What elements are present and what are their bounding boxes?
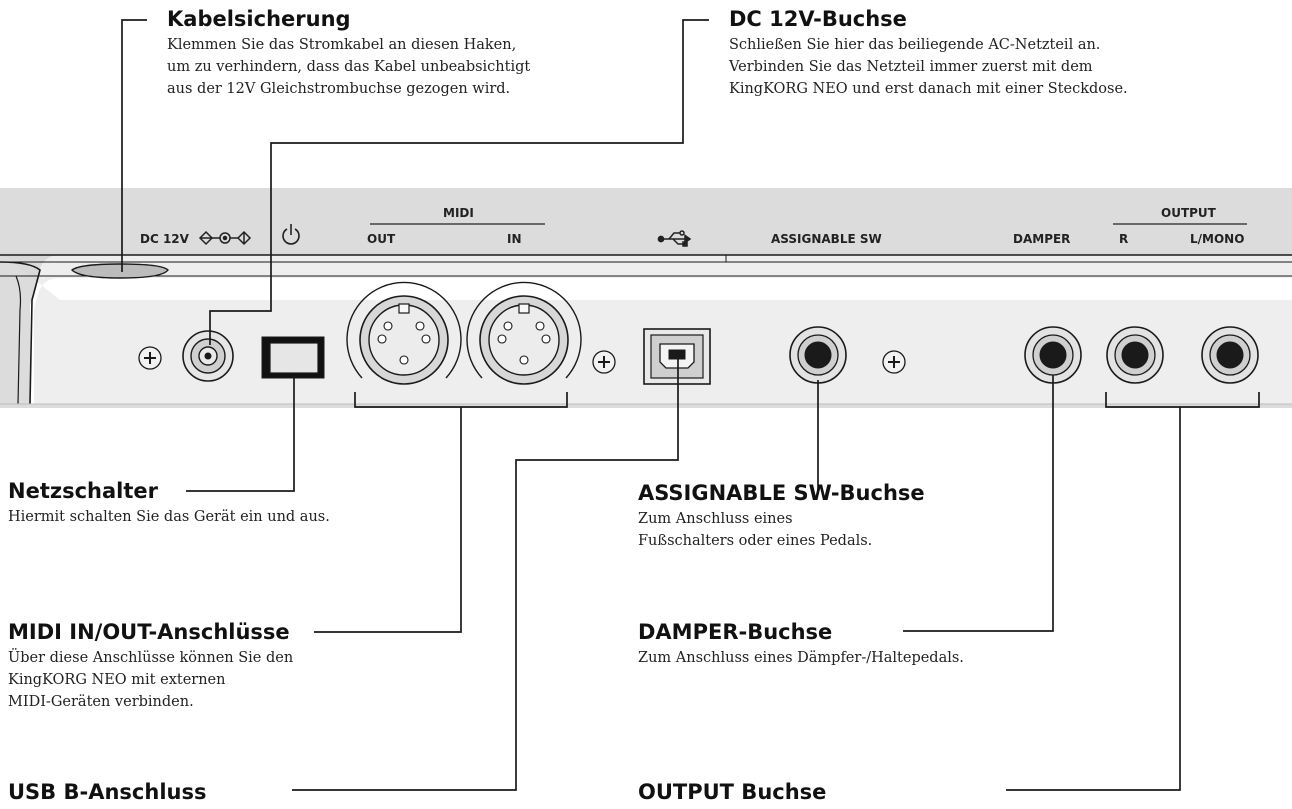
damper-label: DAMPER xyxy=(1013,232,1070,246)
callout-description: Schließen Sie hier das beiliegende AC-Ne… xyxy=(729,37,1128,97)
callout-title: DC 12V-Buchse xyxy=(729,7,907,31)
cable-hook xyxy=(70,263,169,279)
output-r-label: R xyxy=(1119,232,1128,246)
leader-damper xyxy=(903,375,1054,632)
midi-in-port xyxy=(466,281,582,385)
assignable-sw-label: ASSIGNABLE SW xyxy=(771,232,882,246)
callout-title: MIDI IN/OUT-Anschlüsse xyxy=(8,620,290,644)
callout-description: Zum Anschluss eines Fußschalters oder ei… xyxy=(638,511,873,549)
screw-icon xyxy=(138,346,162,370)
callout-usb-b: USB B-Anschluss xyxy=(8,779,206,805)
leader-kabelsicherung xyxy=(121,19,147,272)
leader-output-stem xyxy=(1006,407,1181,791)
power-icon xyxy=(282,224,300,245)
callout-title: ASSIGNABLE SW-Buchse xyxy=(638,481,925,505)
midi-out-port xyxy=(346,281,462,385)
leader-lines xyxy=(121,19,1260,791)
output-lmono-label: L/MONO xyxy=(1190,232,1244,246)
callout-dc-12v: DC 12V-Buchse Schließen Sie hier das bei… xyxy=(729,6,1128,100)
callout-title: OUTPUT Buchse xyxy=(638,780,827,804)
power-switch xyxy=(261,336,325,379)
callout-damper: DAMPER-Buchse Zum Anschluss eines Dämpfe… xyxy=(638,619,964,669)
callout-description: Klemmen Sie das Stromkabel an diesen Hak… xyxy=(167,37,531,97)
leader-midi-stem xyxy=(314,407,462,633)
output-lmono-jack xyxy=(1201,326,1259,384)
callout-title: DAMPER-Buchse xyxy=(638,620,833,644)
callout-netzschalter: Netzschalter Hiermit schalten Sie das Ge… xyxy=(8,478,330,528)
callout-description: Hiermit schalten Sie das Gerät ein und a… xyxy=(8,509,330,525)
midi-in-label: IN xyxy=(507,232,522,246)
callout-description: Über diese Anschlüsse können Sie den Kin… xyxy=(8,650,294,710)
assignable-sw-jack xyxy=(789,326,847,384)
midi-label: MIDI xyxy=(443,206,474,220)
leader-dc xyxy=(209,19,709,345)
dc-polarity-icon xyxy=(198,230,252,246)
dc-label: DC 12V xyxy=(140,232,190,246)
usb-icon xyxy=(657,230,692,247)
callout-output: OUTPUT Buchse xyxy=(638,779,826,805)
callout-title: Netzschalter xyxy=(8,479,158,503)
midi-out-label: OUT xyxy=(367,232,396,246)
dc-jack xyxy=(182,330,234,382)
output-r-jack xyxy=(1106,326,1164,384)
callout-description: Zum Anschluss eines Dämpfer-/Haltepedals… xyxy=(638,650,964,666)
damper-jack xyxy=(1024,326,1082,384)
screw-icon xyxy=(592,350,616,374)
leader-usb xyxy=(292,356,679,791)
output-label: OUTPUT xyxy=(1161,206,1217,220)
callout-assignable-sw: ASSIGNABLE SW-Buchse Zum Anschluss eines… xyxy=(638,480,925,552)
callout-title: USB B-Anschluss xyxy=(8,780,207,804)
callout-title: Kabelsicherung xyxy=(167,7,351,31)
leader-output xyxy=(1105,392,1260,408)
usb-b-port xyxy=(643,328,711,385)
callout-kabelsicherung: Kabelsicherung Klemmen Sie das Stromkabe… xyxy=(167,6,530,100)
screw-icon xyxy=(882,350,906,374)
leader-netzschalter xyxy=(186,375,295,492)
callout-midi: MIDI IN/OUT-Anschlüsse Über diese Anschl… xyxy=(8,619,293,713)
